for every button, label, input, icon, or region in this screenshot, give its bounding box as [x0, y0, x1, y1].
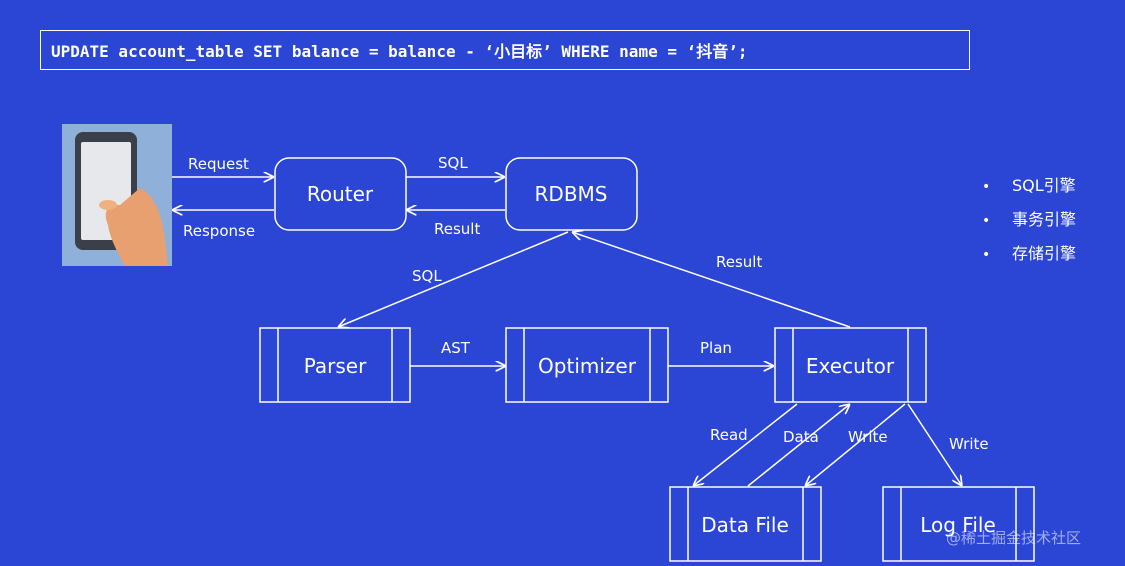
- optimizer-node: Optimizer: [505, 327, 669, 403]
- bullet-dot: •: [982, 213, 991, 229]
- edge-data: [747, 404, 850, 487]
- edge-label-ast: AST: [441, 339, 471, 357]
- client-router-edges: [172, 177, 274, 210]
- edge-result-rdbms: [572, 232, 851, 328]
- edge-sql-parser: [338, 231, 569, 327]
- parser-node: Parser: [259, 327, 411, 403]
- bullet-dot: •: [982, 247, 991, 263]
- engine-item: • 事务引擎: [982, 208, 1076, 242]
- edge-label-result-rdbms: Result: [716, 253, 762, 271]
- data-file-label: Data File: [701, 513, 789, 537]
- edge-label-response: Response: [183, 222, 255, 240]
- parser-label: Parser: [304, 354, 367, 378]
- rdbms-label: RDBMS: [535, 182, 608, 206]
- data-file-node: Data File: [669, 486, 822, 562]
- router-node: Router: [274, 157, 407, 231]
- edge-label-plan: Plan: [700, 339, 732, 357]
- optimizer-label: Optimizer: [538, 354, 637, 378]
- engine-item: • 存储引擎: [982, 242, 1076, 276]
- bullet-dot: •: [982, 179, 991, 195]
- edge-label-write-data: Write: [848, 428, 888, 446]
- engine-label: SQL引擎: [1012, 176, 1076, 195]
- edge-write-data: [805, 403, 906, 486]
- engine-item: • SQL引擎: [982, 174, 1076, 208]
- engine-label: 事务引擎: [1012, 210, 1077, 229]
- edge-label-read: Read: [710, 426, 748, 444]
- edge-read: [693, 403, 798, 486]
- sql-statement: UPDATE account_table SET balance = balan…: [51, 42, 748, 61]
- edge-label-request: Request: [188, 155, 249, 173]
- engine-list: • SQL引擎 • 事务引擎 • 存储引擎: [982, 174, 1076, 276]
- edge-write-log: [907, 403, 962, 486]
- sql-statement-box: UPDATE account_table SET balance = balan…: [40, 30, 970, 70]
- edge-label-sql-rdbms: SQL: [438, 154, 468, 172]
- router-rdbms-edges: [406, 177, 505, 210]
- edge-label-write-log: Write: [949, 435, 989, 453]
- edge-label-result-router: Result: [434, 220, 480, 238]
- edge-label-sql-parser: SQL: [412, 267, 442, 285]
- log-file-node: Log File: [882, 486, 1035, 562]
- executor-label: Executor: [806, 354, 895, 378]
- router-label: Router: [307, 182, 374, 206]
- executor-node: Executor: [774, 327, 927, 403]
- phone-in-hand-icon: [62, 124, 172, 266]
- edge-label-data: Data: [783, 428, 819, 446]
- rdbms-node: RDBMS: [505, 157, 638, 231]
- engine-label: 存储引擎: [1012, 244, 1077, 263]
- watermark: @稀土掘金技术社区: [946, 529, 1082, 547]
- log-file-label: Log File: [920, 513, 996, 537]
